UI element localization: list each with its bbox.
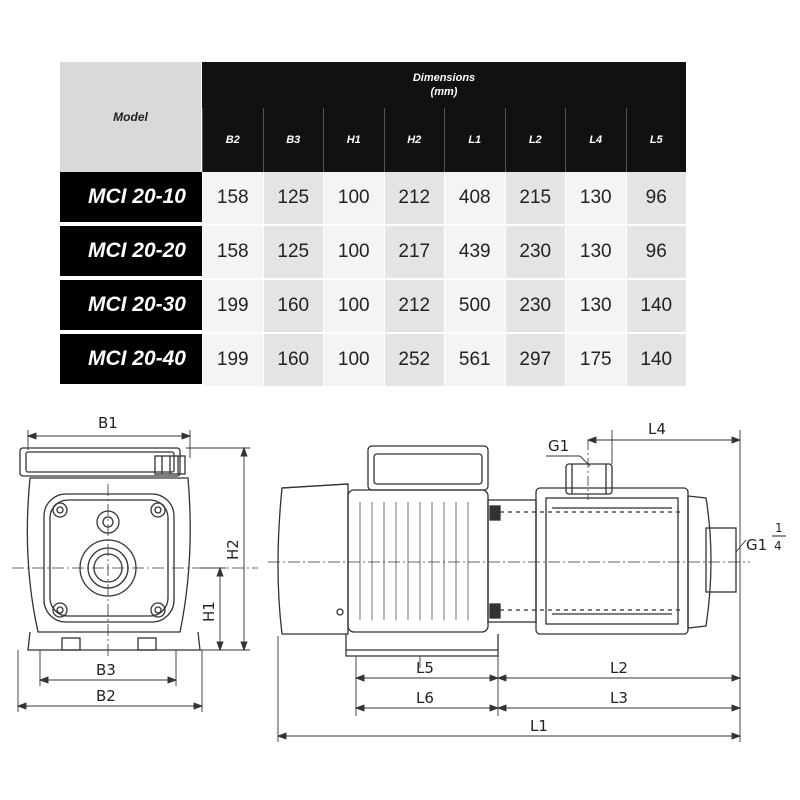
label-l4: L4 (648, 420, 666, 438)
value-cell: 140 (625, 280, 686, 332)
value-cell: 130 (565, 280, 626, 332)
label-g1: G1 (548, 437, 569, 455)
label-l5: L5 (416, 659, 434, 677)
model-cell: MCI 20-10 (60, 172, 202, 224)
value-cell: 217 (383, 226, 444, 278)
value-cell: 130 (565, 172, 626, 224)
value-cell: 215 (504, 172, 565, 224)
dimensions-header: Dimensions (mm) (202, 62, 686, 108)
value-cell: 212 (383, 172, 444, 224)
value-cell: 140 (625, 334, 686, 386)
value-cell: 199 (202, 334, 263, 386)
dimensions-title: Dimensions (412, 72, 476, 84)
value-cell: 175 (565, 334, 626, 386)
drawing-labels: B1 B3 B2 H1 H2 G1 L4 L5 L2 L6 L3 L1 G1 1… (96, 414, 786, 735)
model-cell: MCI 20-20 (60, 226, 202, 278)
label-g-frac-den: 4 (774, 539, 782, 553)
dimensions-unit: (mm) (430, 86, 458, 98)
label-h2: H2 (224, 539, 242, 560)
model-cell: MCI 20-30 (60, 280, 202, 332)
model-header: Model (60, 62, 202, 172)
value-cell: 158 (202, 172, 263, 224)
value-cell: 96 (625, 172, 686, 224)
label-g-frac-num: 1 (775, 521, 783, 535)
label-l1: L1 (530, 717, 548, 735)
value-cell: 561 (444, 334, 505, 386)
value-cell: 212 (383, 280, 444, 332)
column-header: H1 (323, 108, 384, 172)
value-cell: 230 (504, 226, 565, 278)
value-cell: 160 (262, 280, 323, 332)
column-header: L5 (625, 108, 686, 172)
column-header: L1 (444, 108, 505, 172)
value-cell: 100 (323, 172, 384, 224)
column-header: B3 (262, 108, 323, 172)
value-cell: 100 (323, 226, 384, 278)
value-cell: 158 (202, 226, 263, 278)
label-b2: B2 (96, 687, 116, 705)
value-cell: 100 (323, 280, 384, 332)
value-cell: 130 (565, 226, 626, 278)
label-l2: L2 (610, 659, 628, 677)
label-l6: L6 (416, 689, 434, 707)
side-view (268, 440, 750, 657)
value-cell: 500 (444, 280, 505, 332)
column-header: H2 (383, 108, 444, 172)
value-cell: 199 (202, 280, 263, 332)
value-cell: 125 (262, 226, 323, 278)
column-header: B2 (202, 108, 263, 172)
front-view (12, 447, 258, 658)
column-header: L2 (504, 108, 565, 172)
label-g-outlet: G1 (746, 536, 767, 554)
column-header: L4 (565, 108, 626, 172)
value-cell: 439 (444, 226, 505, 278)
model-cell: MCI 20-40 (60, 334, 202, 386)
label-l3: L3 (610, 689, 628, 707)
value-cell: 125 (262, 172, 323, 224)
label-h1: H1 (200, 601, 218, 622)
value-cell: 408 (444, 172, 505, 224)
value-cell: 96 (625, 226, 686, 278)
value-cell: 100 (323, 334, 384, 386)
pump-dimension-drawing: B1 B3 B2 H1 H2 G1 L4 L5 L2 L6 L3 L1 G1 1… (12, 414, 786, 742)
value-cell: 252 (383, 334, 444, 386)
value-cell: 297 (504, 334, 565, 386)
value-cell: 160 (262, 334, 323, 386)
value-cell: 230 (504, 280, 565, 332)
label-b3: B3 (96, 661, 116, 679)
label-b1: B1 (98, 414, 118, 432)
